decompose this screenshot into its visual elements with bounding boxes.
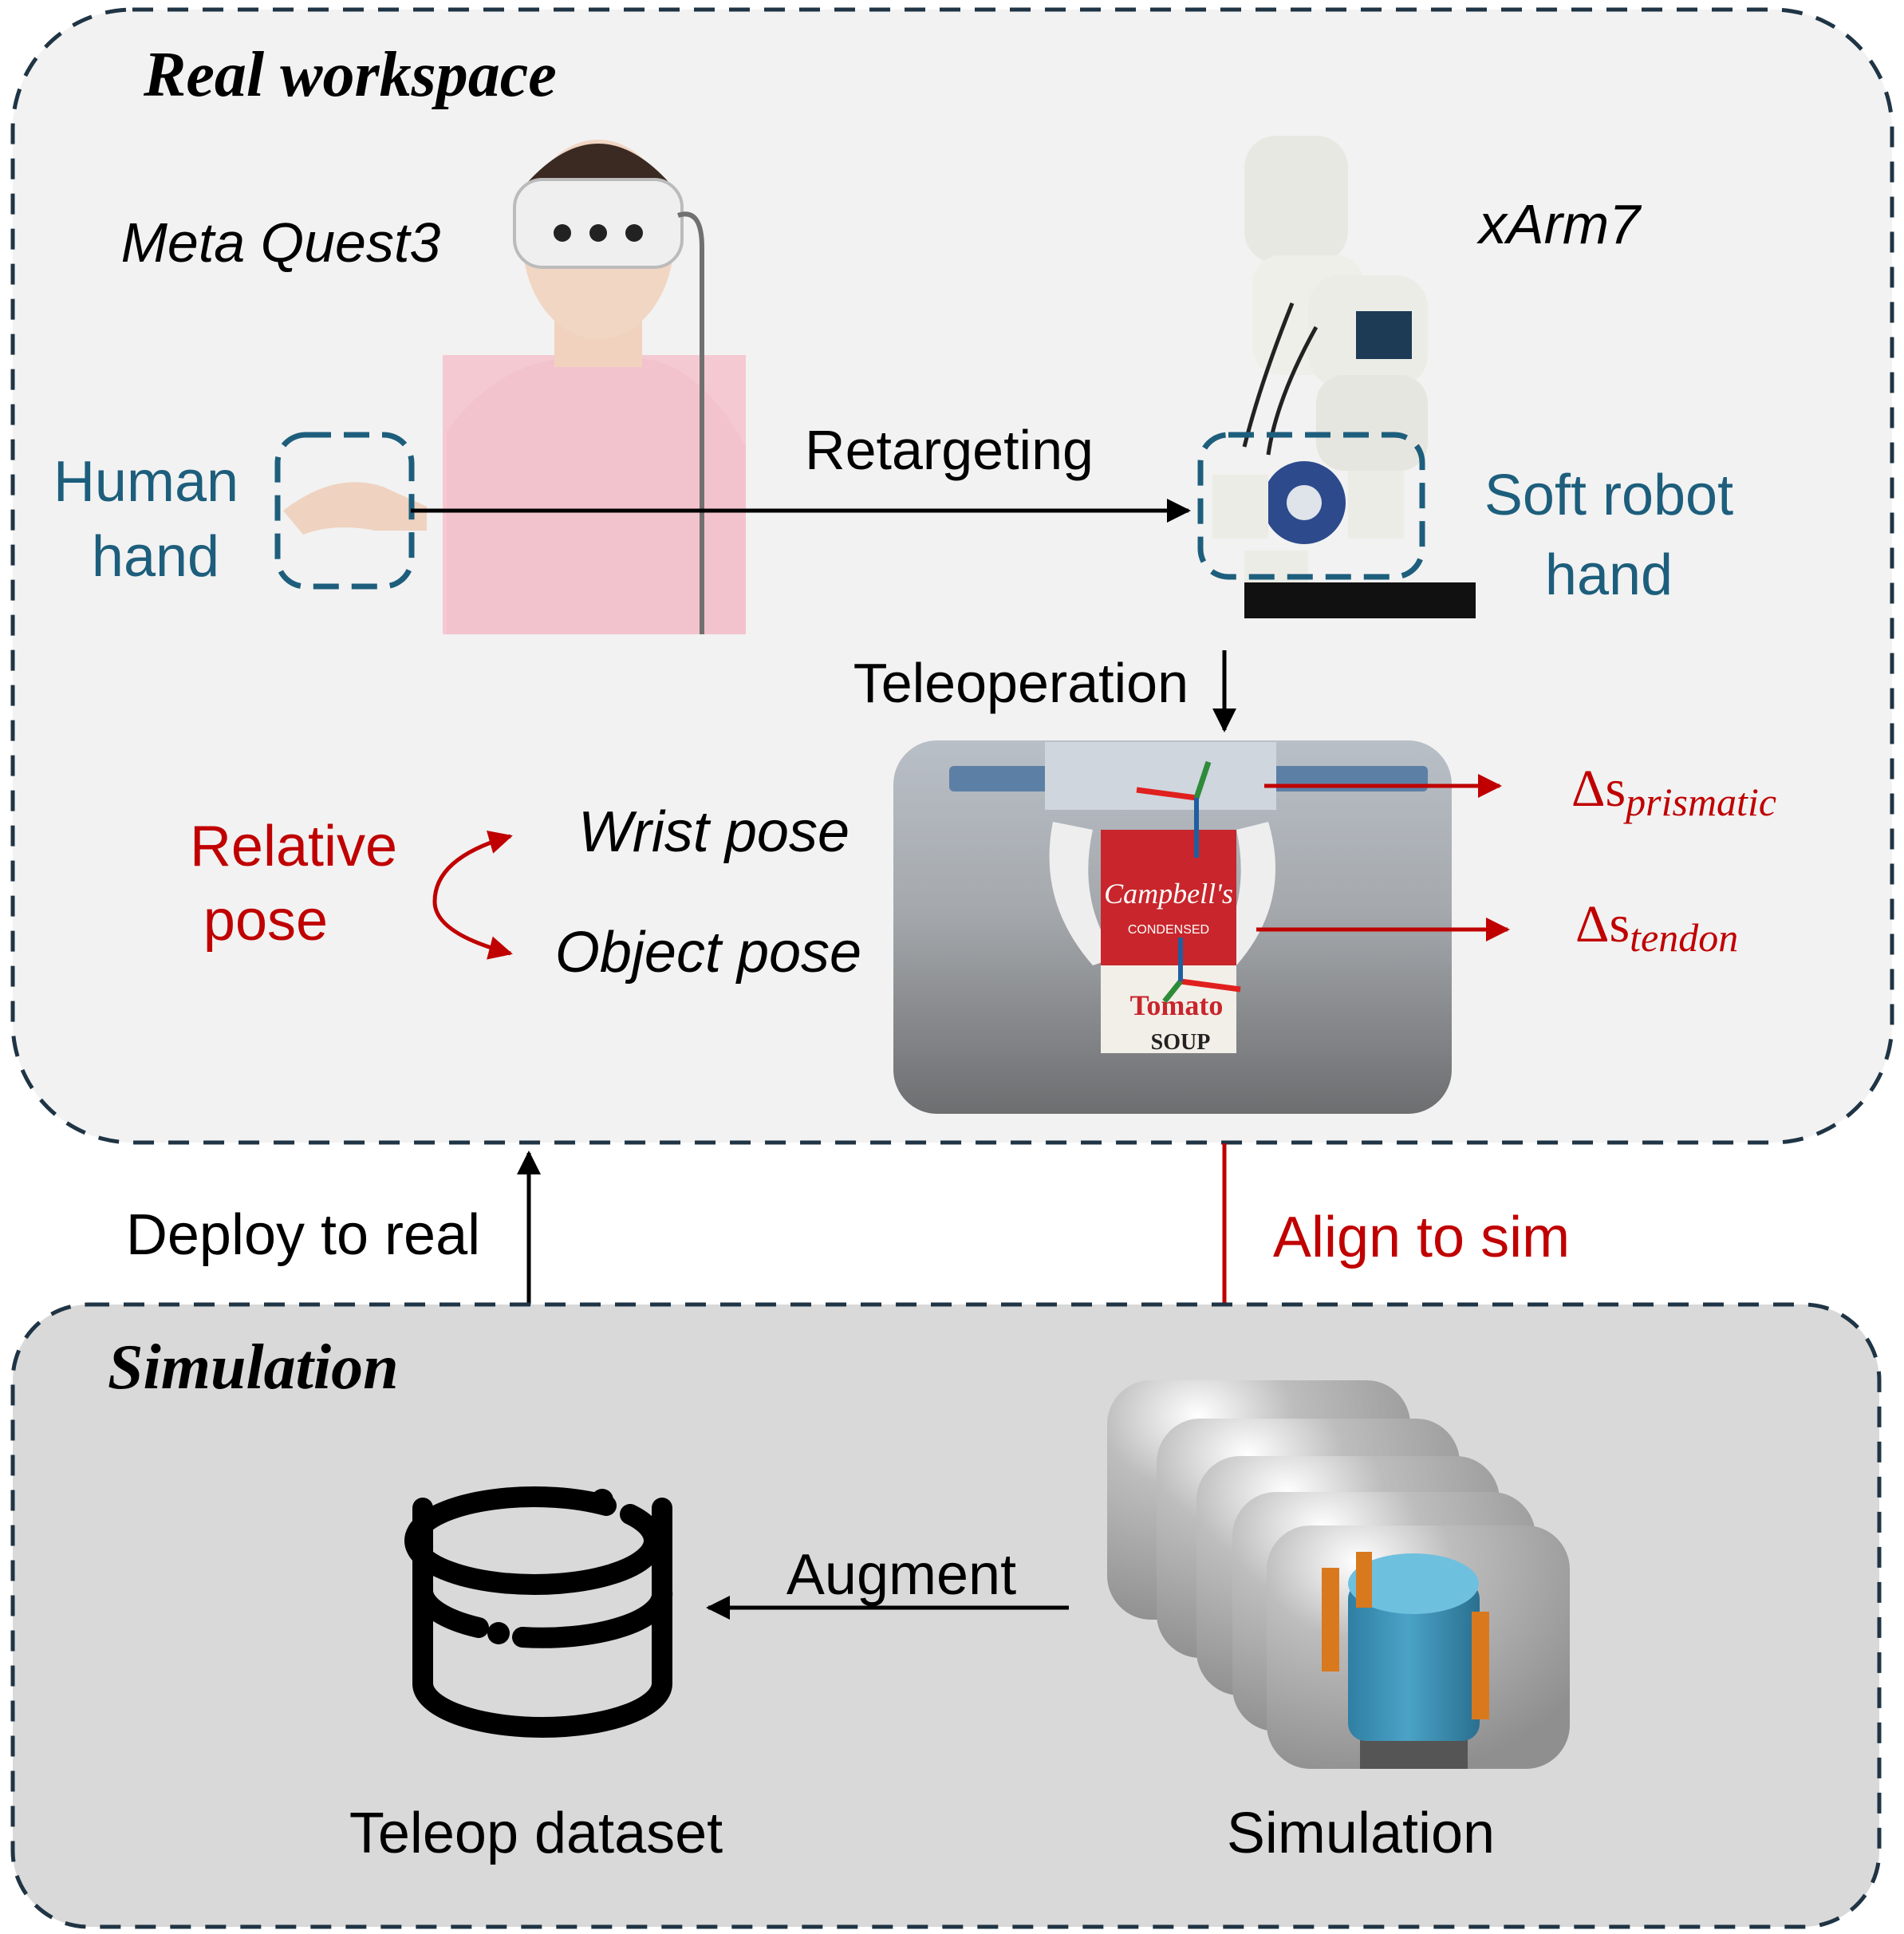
human-hand-label-line1: Human	[53, 450, 238, 514]
simulation-frame-stack	[1107, 1380, 1570, 1769]
headset-label: Meta Quest3	[121, 211, 441, 274]
relative-pose-label-line2: pose	[203, 889, 328, 953]
delta-tendon-label: Δstendon	[1575, 895, 1738, 960]
relative-pose-label-line1: Relative	[190, 815, 397, 878]
simulation-label: Simulation	[1227, 1802, 1495, 1865]
wrist-pose-label: Wrist pose	[578, 800, 850, 864]
align-to-sim-label: Align to sim	[1273, 1206, 1570, 1269]
retargeting-label: Retargeting	[805, 419, 1094, 481]
augment-label: Augment	[786, 1543, 1016, 1607]
deploy-to-real-label: Deploy to real	[126, 1203, 480, 1267]
database-icon	[404, 1486, 673, 1738]
database-dot-top	[591, 1489, 613, 1511]
can-soup-text: SOUP	[1151, 1030, 1211, 1055]
simulation-title: Simulation	[108, 1332, 399, 1403]
soft-robot-hand-label-line1: Soft robot	[1484, 464, 1733, 527]
human-operator-photo	[283, 140, 746, 634]
relative-pose-curved-arrow	[432, 830, 513, 960]
soft-robot-hand-box	[1197, 432, 1425, 580]
database-dot-mid	[487, 1622, 510, 1644]
teleoperation-label: Teleoperation	[853, 652, 1189, 714]
teleop-dataset-label: Teleop dataset	[349, 1802, 723, 1865]
can-tomato-text: Tomato	[1130, 989, 1224, 1021]
soft-robot-hand-label-line2: hand	[1545, 543, 1673, 607]
object-pose-label: Object pose	[555, 921, 861, 985]
can-condensed-text: CONDENSED	[1128, 923, 1209, 937]
delta-prismatic-label: Δsprismatic	[1571, 760, 1776, 824]
arm-label: xArm7	[1476, 193, 1642, 255]
real-workspace-title: Real workspace	[143, 40, 557, 110]
grasp-photo: Campbell's CONDENSED Tomato SOUP	[893, 740, 1452, 1114]
can-brand-text: Campbell's	[1104, 878, 1233, 910]
xarm7-robot-photo	[1212, 136, 1476, 618]
human-hand-label-line2: hand	[92, 525, 219, 589]
